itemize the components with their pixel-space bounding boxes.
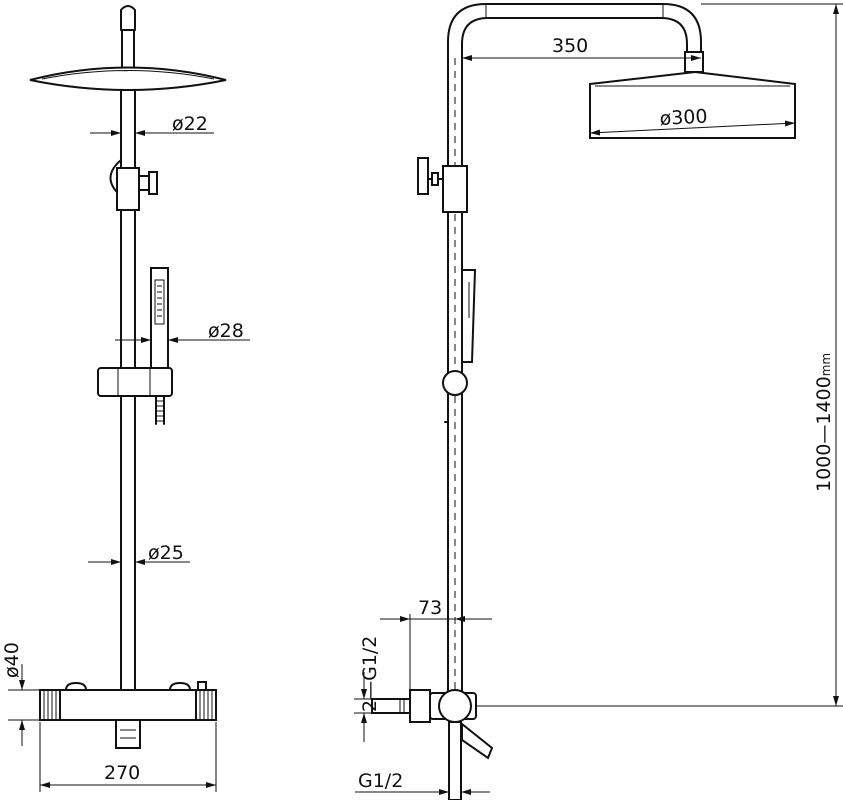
dim-body-diameter: ø40	[1, 642, 40, 746]
side-arm-inner	[461, 17, 688, 693]
side-arm-outer	[447, 3, 702, 693]
dim-arm-diameter-label: ø22	[172, 113, 208, 135]
diverter-knob	[138, 175, 150, 191]
front-view: ø22 ø28 ø25 ø40 270	[1, 5, 250, 792]
dim-arm-diameter: ø22	[90, 113, 214, 136]
dim-height-range-label: 1000—1400mm	[813, 353, 835, 492]
hose	[155, 395, 165, 425]
diverter-body	[116, 167, 140, 211]
dim-handshower-diameter-label: ø28	[208, 320, 244, 342]
wall-inlet-left	[65, 682, 87, 691]
arm-top-end	[120, 5, 136, 31]
hand-shower	[150, 267, 169, 377]
dim-outlet-thread: G1/2	[355, 770, 490, 795]
dim-height-value: 1000—1400	[813, 376, 835, 492]
side-mixer-knob	[438, 689, 472, 723]
side-slider-knob	[442, 370, 468, 396]
dim-handshower-diameter: ø28	[115, 320, 250, 343]
diverter-button	[197, 681, 207, 691]
dim-wall-offset: 73	[380, 597, 492, 690]
side-outlet-pipe	[448, 721, 462, 800]
dim-outlet-thread-label: G1/2	[358, 770, 403, 792]
hand-shower-nozzles	[157, 285, 162, 317]
dim-width-label: 270	[104, 762, 140, 784]
knurl-left	[43, 690, 57, 720]
spout-front	[115, 719, 141, 749]
arm-connector	[121, 29, 135, 71]
dim-riser-diameter: ø25	[88, 542, 190, 565]
dim-arm-reach-label: 350	[552, 35, 588, 57]
dim-head-diameter-label: ø300	[659, 106, 708, 130]
side-inlet-fitting	[409, 689, 431, 723]
knurl-right	[199, 690, 213, 720]
dim-arm-reach: 350	[462, 35, 701, 61]
front-riser	[120, 209, 136, 691]
dim-width: 270	[39, 722, 217, 792]
dim-wall-offset-label: 73	[418, 597, 442, 619]
mixer-handle-left	[39, 689, 61, 721]
dim-inlet-thread-label: 2—G1/2	[359, 636, 381, 712]
dim-height-range: 1000—1400mm	[476, 3, 843, 707]
head-connector	[684, 51, 704, 73]
mixer-body	[49, 689, 211, 721]
side-diverter-knob	[417, 157, 429, 195]
front-upper-arm	[120, 89, 136, 171]
dim-height-unit: mm	[819, 353, 833, 376]
inlet-knurl	[399, 699, 405, 713]
dim-body-diameter-label: ø40	[1, 642, 23, 678]
slider-bracket	[97, 367, 173, 397]
wall-inlet-right	[169, 682, 191, 691]
dim-inlet-thread: 2—G1/2	[354, 636, 381, 742]
dim-riser-diameter-label: ø25	[148, 542, 184, 564]
dim-head-diameter: ø300	[589, 106, 796, 136]
mixer-handle-right	[195, 689, 217, 721]
side-view: 350 ø300 1000—1400mm 73 2—G1/2	[354, 3, 843, 800]
side-spout	[461, 721, 494, 760]
side-diverter	[442, 165, 468, 213]
